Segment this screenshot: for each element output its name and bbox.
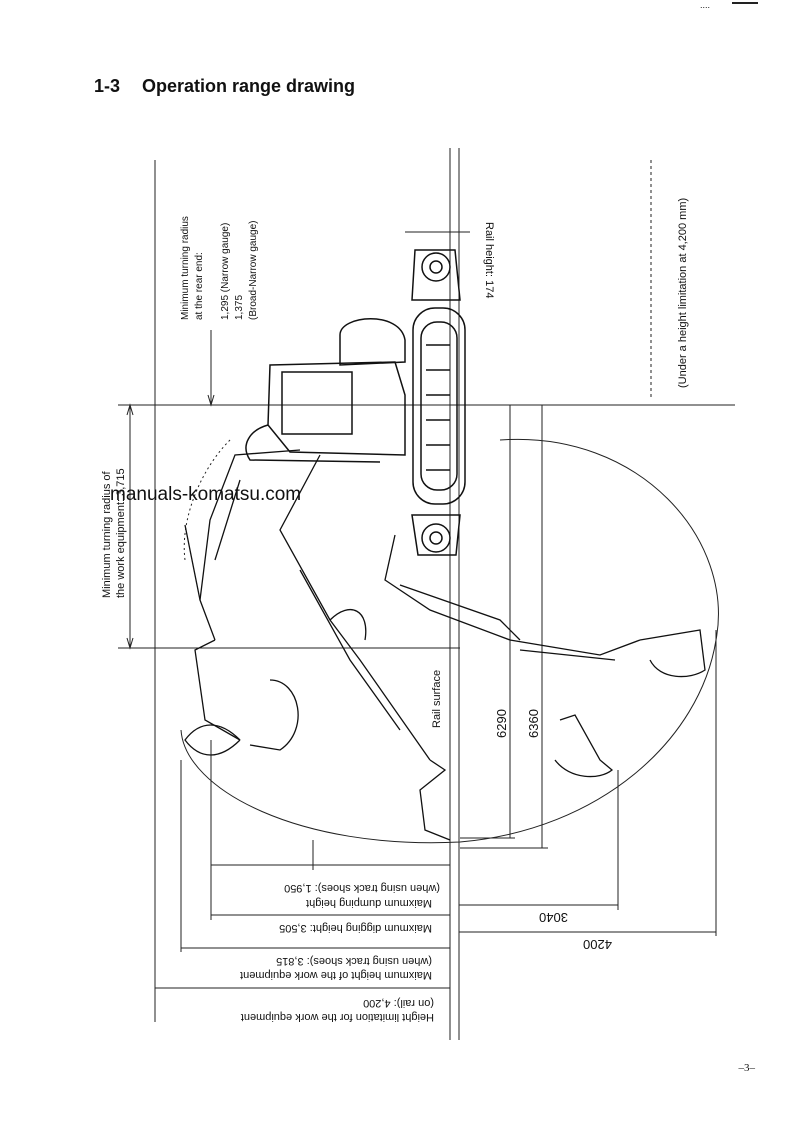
boom-position-a: [199, 449, 301, 641]
work-radius-line-2: the work equipment: 3,715: [115, 468, 127, 598]
dim-3040-label: 3040: [539, 910, 568, 925]
counterweight: [245, 424, 381, 463]
section-number: 1-3: [94, 76, 121, 96]
work-height-label: Maixmum height of the work equipment (wh…: [240, 955, 432, 981]
dumping-line-1: Maixmum dumping height: [306, 897, 432, 909]
digging-height-label: Maixmum digging height: 3,505: [279, 922, 432, 934]
bucket-position-d: [554, 714, 614, 778]
work-height-line-1: Maixmum height of the work equipment: [240, 969, 432, 981]
page-number: –3–: [738, 1062, 756, 1074]
section-title: Operation range drawing: [142, 76, 356, 96]
rear-radius-line-5: (Broad-Narrow gauge): [248, 221, 259, 321]
arm-position-a: [194, 639, 241, 741]
cab-body: [267, 361, 406, 456]
height-limit-line-1: Height limitation for the work equipment: [241, 1011, 434, 1023]
bucket-curl-a: [249, 679, 299, 751]
dumping-line-2: (when using track shoes): 1,950: [284, 882, 440, 894]
section-heading: 1-3 Operation range drawing: [94, 76, 355, 97]
boom-position-b: [279, 454, 431, 761]
top-edge-mark: ....: [700, 0, 711, 10]
boom-position-c: [384, 534, 641, 656]
upper-structure: [245, 318, 406, 463]
work-equipment: [184, 449, 706, 841]
rear-radius-line-1: Minimum turning radius: [180, 216, 191, 320]
work-radius-line-1: Minimum turning radius of: [101, 471, 113, 598]
sprocket-wheel-icon: [421, 523, 451, 553]
rail-guide-lower: [411, 514, 461, 556]
arrow-icon: [126, 637, 134, 650]
bucket-position-a: [184, 724, 241, 756]
dim-4200-label: 4200: [583, 937, 612, 952]
dim-6290-label: 6290: [494, 709, 509, 738]
sprocket-hub-icon: [429, 531, 443, 545]
dim-6360-label: 6360: [526, 709, 541, 738]
height-limit-line-2: (on rail): 4,200: [363, 997, 434, 1009]
height-limitation-note: (Under a height limitation at 4,200 mm): [677, 198, 689, 388]
track-inner: [420, 321, 458, 491]
engine-hood: [339, 318, 406, 366]
height-limit-label: Height limitation for the work equipment…: [241, 997, 434, 1023]
track-outline: [412, 307, 466, 505]
crawler-track: [411, 249, 466, 556]
work-turning-radius-label: Minimum turning radius of the work equip…: [101, 468, 127, 598]
dumping-height-label: Maixmum dumping height (when using track…: [284, 882, 440, 909]
idler-wheel-icon: [421, 252, 451, 282]
rear-radius-line-4: 1,375: [234, 295, 245, 320]
rear-radius-line-2: at the rear end:: [194, 252, 205, 320]
rail-guide-upper: [411, 249, 461, 301]
arrow-icon: [207, 394, 215, 407]
rail-surface-label: Rail surface: [431, 670, 443, 728]
operation-range-arc: [180, 438, 719, 844]
rail-height-label: Rail height: 174: [483, 222, 495, 298]
arrow-icon: [126, 403, 134, 416]
idler-hub-icon: [429, 260, 443, 274]
rear-turning-radius-label: Minimum turning radius at the rear end: …: [180, 216, 259, 320]
bucket-position-c: [639, 629, 706, 678]
rear-radius-line-3: 1,295 (Narrow gauge): [220, 223, 231, 320]
top-edge-bar: [732, 2, 758, 4]
cab-window: [281, 371, 353, 435]
bucket-position-b: [419, 759, 451, 841]
watermark-text: manuals-komatsu.com: [110, 484, 301, 505]
work-height-line-2: (when using track shoes): 3,815: [276, 955, 432, 967]
